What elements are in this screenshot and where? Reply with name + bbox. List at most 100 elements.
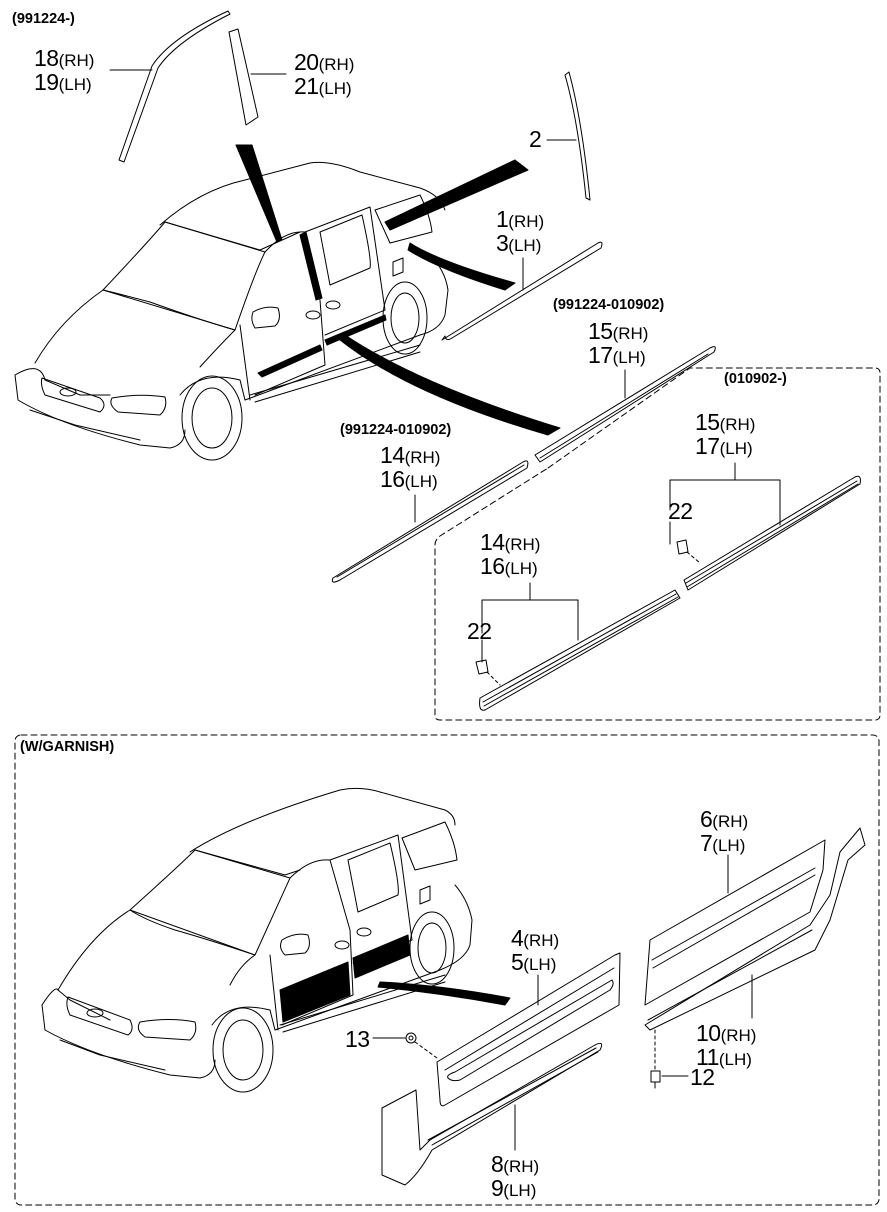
part-side: (LH): [404, 472, 438, 491]
part-13-clip: [405, 1032, 417, 1044]
part-number: 7: [700, 830, 713, 856]
part-number: 6: [700, 806, 713, 832]
part-number: 22: [668, 498, 693, 524]
part-number: 13: [345, 1026, 370, 1052]
part-number: 1: [496, 206, 509, 232]
pointer-arrow-belt: [407, 242, 516, 291]
part-number: 15: [588, 318, 613, 344]
part-18-19-pillar-moulding: [118, 10, 231, 163]
part-side: (LH): [318, 79, 352, 98]
part-15-17-side-moulding-early: [534, 346, 716, 463]
part-number: 5: [511, 949, 524, 975]
part-side: (RH): [523, 931, 560, 950]
variant-box-010902: [434, 367, 881, 721]
part-8-9-rocker-garnish: [381, 1042, 603, 1186]
part-side: (RH): [504, 535, 541, 554]
section-label-garnish: (W/GARNISH): [20, 739, 115, 755]
part-number: 17: [695, 433, 720, 459]
clip-22-right: [676, 539, 689, 555]
vehicle-top-outline: [14, 161, 449, 461]
clip-22-left: [475, 659, 489, 675]
callout-2: 2: [529, 126, 542, 152]
clip-22-right-dash: [686, 551, 701, 564]
part-side: (LH): [503, 1181, 537, 1200]
part-number: 16: [380, 466, 405, 492]
callout-22-right: 22: [668, 500, 693, 523]
clip-13-dash: [414, 1041, 438, 1059]
callout-13: 13: [345, 1028, 370, 1051]
variant-box-garnish: [14, 734, 880, 1206]
part-10-11-quarter-garnish: [644, 827, 866, 1031]
part-20-21-pillar-garnish: [228, 28, 259, 126]
part-number: 2: [529, 126, 542, 152]
part-number: 16: [480, 553, 505, 579]
callout-12: 12: [690, 1066, 715, 1089]
part-side: (LH): [523, 955, 557, 974]
date-code-box-010902: (010902-): [724, 371, 787, 387]
callout-10-11: 10(RH) 11(LH): [696, 1022, 756, 1070]
callout-8-9: 8(RH) 9(LH): [491, 1153, 539, 1201]
part-number: 19: [34, 69, 59, 95]
callout-22-left: 22: [467, 620, 492, 643]
part-side: (RH): [720, 1026, 757, 1045]
part-14-16-side-moulding: [479, 589, 681, 711]
bracket-15-17: [669, 462, 781, 526]
part-number: 22: [467, 618, 492, 644]
date-code-15-17-early: (991224-010902): [553, 297, 665, 313]
part-number: 3: [496, 230, 509, 256]
part-side: (LH): [508, 236, 542, 255]
callout-14-16-box: 14(RH) 16(LH): [480, 531, 540, 579]
part-side: (LH): [58, 75, 92, 94]
moulding-on-door-rear: [324, 314, 387, 346]
part-number: 9: [491, 1175, 504, 1201]
part-number: 11: [696, 1044, 719, 1070]
part-side: (RH): [318, 55, 355, 74]
part-number: 4: [511, 925, 524, 951]
part-4-5-door-garnish: [436, 952, 621, 1107]
part-number: 10: [696, 1020, 721, 1046]
pointer-arrow-a-pillar: [235, 144, 283, 243]
part-14-16-side-moulding-early: [331, 460, 529, 583]
part-number: 15: [695, 409, 720, 435]
callout-4-5: 4(RH) 5(LH): [511, 927, 559, 975]
part-side: (RH): [404, 448, 441, 467]
part-side: (RH): [612, 324, 649, 343]
callout-6-7: 6(RH) 7(LH): [700, 808, 748, 856]
part-15-17-side-moulding: [683, 475, 861, 591]
pointer-arrow-door-moulding: [339, 334, 561, 436]
part-number: 8: [491, 1151, 504, 1177]
garnish-fill-front-door: [279, 961, 351, 1023]
callout-18-19: 18(RH) 19(LH): [34, 47, 94, 95]
callout-15-17-box: 15(RH) 17(LH): [695, 411, 755, 459]
pointer-arrow-b-pillar: [299, 231, 323, 301]
part-side: (RH): [719, 415, 756, 434]
part-side: (LH): [504, 559, 538, 578]
garnish-fill-sliding-door: [352, 934, 411, 979]
callout-14-16-early: 14(RH) 16(LH): [380, 444, 440, 492]
clip-22-left-dash: [486, 671, 501, 686]
pointer-arrow-garnish: [377, 981, 511, 1006]
part-number: 20: [294, 49, 319, 75]
part-2-pillar-moulding: [564, 71, 591, 201]
part-1-3-belt-moulding: [441, 241, 603, 341]
part-side: (LH): [718, 1050, 752, 1069]
part-side: (RH): [508, 212, 545, 231]
part-side: (LH): [719, 439, 753, 458]
part-number: 18: [34, 45, 59, 71]
callout-20-21: 20(RH) 21(LH): [294, 51, 354, 99]
part-number: 12: [690, 1064, 715, 1090]
part-number: 17: [588, 342, 613, 368]
callout-15-17-early: 15(RH) 17(LH): [588, 320, 648, 368]
part-6-7-rear-garnish: [644, 839, 826, 1006]
part-side: (LH): [612, 348, 646, 367]
date-code-14-16-early: (991224-010902): [340, 422, 452, 438]
part-number: 21: [294, 73, 319, 99]
part-12-screw: [650, 1070, 661, 1083]
part-side: (RH): [58, 51, 95, 70]
part-side: (RH): [712, 812, 749, 831]
pointer-arrow-rear-pillar: [384, 159, 529, 231]
callout-1-3: 1(RH) 3(LH): [496, 208, 544, 256]
part-number: 14: [480, 529, 505, 555]
moulding-on-door-front: [257, 344, 323, 378]
